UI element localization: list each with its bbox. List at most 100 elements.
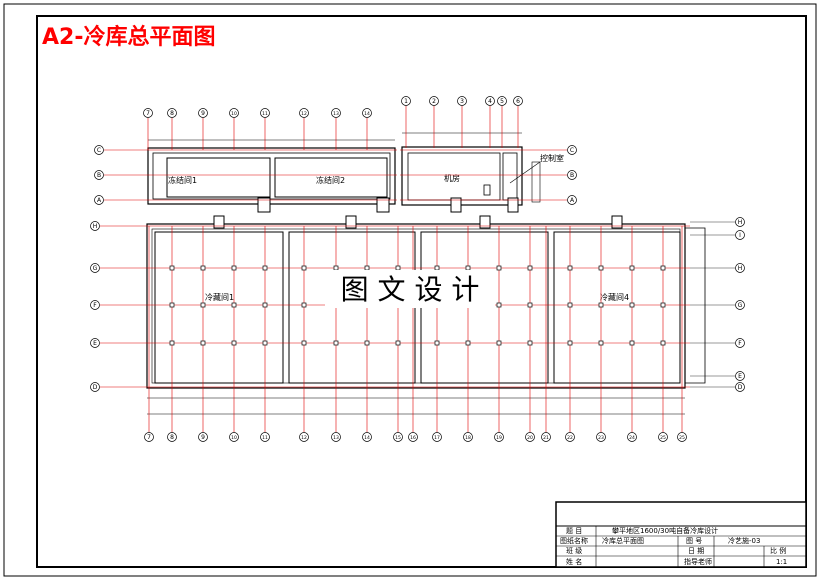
- machine-room-label: 机房: [444, 173, 460, 183]
- axis-bubble-A: A: [94, 195, 104, 205]
- svg-text:C: C: [97, 147, 101, 154]
- svg-text:2: 2: [432, 98, 436, 105]
- axis-bubble-A: A: [567, 195, 577, 205]
- svg-text:5: 5: [500, 98, 504, 105]
- svg-text:I: I: [739, 232, 741, 239]
- tb-name-label: 姓 名: [566, 557, 582, 566]
- structural-column: [169, 265, 175, 271]
- tb-drawing-name-label: 图纸名称: [560, 536, 588, 545]
- axis-bubble-I: I: [735, 230, 745, 240]
- structural-column: [200, 302, 206, 308]
- svg-text:4: 4: [488, 98, 492, 105]
- tb-teacher-label: 指导老师: [684, 557, 712, 566]
- tb-scale-value: 1:1: [776, 558, 787, 566]
- axis-bubble-H: H: [735, 263, 745, 273]
- svg-text:G: G: [93, 265, 98, 272]
- structural-column: [629, 340, 635, 346]
- axis-bubble-B: B: [94, 170, 104, 180]
- structural-column: [333, 265, 339, 271]
- axis-bubble-4: 4: [485, 96, 495, 106]
- structural-column: [465, 265, 471, 271]
- watermark: 图 文 设 计: [341, 273, 480, 306]
- svg-text:25: 25: [660, 435, 666, 441]
- control-room-door: [507, 197, 519, 213]
- structural-column: [231, 302, 237, 308]
- svg-text:16: 16: [410, 435, 416, 441]
- axis-bubble-B: B: [567, 170, 577, 180]
- cold-room-1-door: [213, 215, 225, 229]
- svg-text:10: 10: [231, 111, 237, 117]
- cold-room-3-door: [479, 215, 491, 229]
- svg-text:19: 19: [496, 435, 502, 441]
- structural-column: [231, 265, 237, 271]
- axis-bubble-11: 11: [260, 108, 270, 118]
- axis-bubble-8: 8: [167, 108, 177, 118]
- structural-column: [395, 340, 401, 346]
- freeze-room-1-label: 冻结间1: [168, 175, 197, 185]
- svg-text:9: 9: [201, 434, 205, 441]
- axis-bubble-F: F: [90, 300, 100, 310]
- axis-bubble-E: E: [90, 338, 100, 348]
- axis-bubble-10: 10: [229, 108, 239, 118]
- structural-column: [364, 265, 370, 271]
- structural-column: [598, 340, 604, 346]
- structural-column: [434, 265, 440, 271]
- axis-bubble-D: D: [735, 382, 745, 392]
- axis-bubble-13: 13: [331, 108, 341, 118]
- axis-bubble-6: 6: [513, 96, 523, 106]
- axis-bubble-G: G: [735, 300, 745, 310]
- svg-text:23: 23: [598, 435, 604, 441]
- axis-bubble-8: 8: [167, 432, 177, 442]
- svg-text:17: 17: [434, 435, 440, 441]
- freeze-room-1-door: [257, 197, 271, 213]
- axis-bubble-10: 10: [229, 432, 239, 442]
- structural-column: [262, 265, 268, 271]
- cold-room-4-wall: [553, 231, 681, 384]
- structural-column: [395, 265, 401, 271]
- axis-bubble-21: 21: [541, 432, 551, 442]
- structural-column: [262, 302, 268, 308]
- axis-bubble-E: E: [735, 371, 745, 381]
- structural-column: [496, 340, 502, 346]
- svg-text:20: 20: [527, 435, 533, 441]
- watermark-backdrop: [325, 270, 495, 308]
- structural-column: [333, 340, 339, 346]
- axis-bubble-H: H: [90, 221, 100, 231]
- structural-column: [598, 265, 604, 271]
- svg-text:7: 7: [146, 110, 150, 117]
- freeze-block-outer-wall: [147, 147, 396, 205]
- structural-column: [262, 340, 268, 346]
- structural-column: [660, 265, 666, 271]
- axis-bubble-D: D: [90, 382, 100, 392]
- structural-column: [660, 340, 666, 346]
- svg-text:8: 8: [170, 110, 174, 117]
- svg-text:H: H: [738, 219, 743, 226]
- axis-bubble-15: 15: [393, 432, 403, 442]
- title-block: 题 目 攀平地区1600/30吨自备冷库设计 图纸名称 冷库总平面图 图 号 冷…: [555, 501, 807, 568]
- control-room-label: 控制室: [540, 153, 564, 163]
- freeze-room-2-door: [376, 197, 390, 213]
- axis-bubble-5: 5: [497, 96, 507, 106]
- freeze-block: 冻结间1 冻结间2: [147, 139, 396, 213]
- axis-bubble-9: 9: [198, 108, 208, 118]
- control-room-wall: [502, 152, 518, 201]
- svg-text:E: E: [93, 340, 97, 347]
- tb-project-value: 攀平地区1600/30吨自备冷库设计: [612, 526, 718, 535]
- svg-text:18: 18: [465, 435, 471, 441]
- structural-column: [434, 340, 440, 346]
- cold-store-outer-wall: [146, 223, 686, 389]
- axis-bubble-1: 1: [401, 96, 411, 106]
- svg-text:A: A: [570, 197, 575, 204]
- svg-text:7: 7: [147, 434, 151, 441]
- axis-bubble-12: 12: [299, 108, 309, 118]
- structural-column: [598, 302, 604, 308]
- structural-column: [496, 265, 502, 271]
- structural-column: [629, 265, 635, 271]
- cold-room-1-wall: [154, 231, 284, 384]
- structural-column: [169, 302, 175, 308]
- structural-column: [567, 302, 573, 308]
- svg-text:21: 21: [543, 435, 549, 441]
- cold-room-1-label: 冷藏间1: [205, 292, 234, 302]
- cold-room-4-label: 冷藏间4: [600, 292, 629, 302]
- freeze-room-2-label: 冻结间2: [316, 175, 345, 185]
